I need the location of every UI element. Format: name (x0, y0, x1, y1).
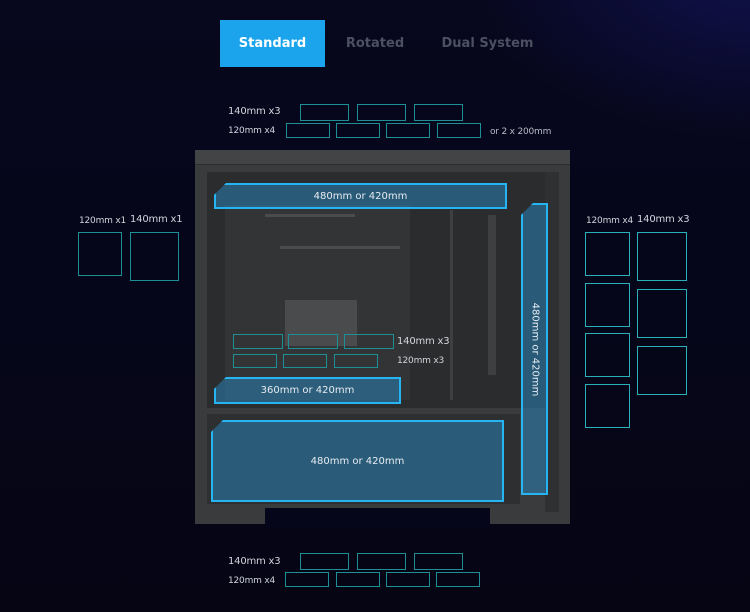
case-top-panel (195, 150, 570, 165)
left-fan-120-label: 120mm x1 (79, 216, 127, 226)
middle-fan-slot-120 (283, 354, 327, 368)
bottom-fan-140-label: 140mm x3 (228, 556, 281, 567)
top-fan-slot-140 (414, 104, 463, 121)
radiator-zone-middle[interactable]: 360mm or 420mm (214, 377, 401, 404)
left-fan-slot-120 (78, 232, 122, 276)
left-fan-140-label: 140mm x1 (130, 214, 183, 225)
top-fan-slot-120 (286, 123, 330, 138)
radiator-top-label: 480mm or 420mm (313, 190, 408, 202)
bottom-fan-slot-140 (414, 553, 463, 570)
radiator-side-label: 480mm or 420mm (529, 302, 541, 396)
radiator-zone-side[interactable]: 480mm or 420mm (521, 203, 548, 495)
right-fan-slot-120 (585, 283, 630, 327)
middle-fan-slot-120 (334, 354, 378, 368)
middle-fan-140-label: 140mm x3 (397, 336, 450, 347)
right-fan-slot-120 (585, 333, 630, 377)
tab-rotated[interactable]: Rotated (345, 36, 405, 51)
right-fan-120-label: 120mm x4 (586, 216, 634, 226)
top-fan-alt-label: or 2 x 200mm (490, 127, 552, 137)
radiator-zone-bottom[interactable]: 480mm or 420mm (211, 420, 504, 502)
middle-fan-slot-140 (233, 334, 283, 349)
bottom-fan-120-label: 120mm x4 (228, 576, 276, 586)
top-fan-slot-120 (336, 123, 380, 138)
case-rail (265, 214, 355, 217)
right-fan-140-label: 140mm x3 (637, 214, 690, 225)
case-rail (488, 215, 496, 375)
top-fan-slot-140 (357, 104, 406, 121)
top-fan-120-label: 120mm x4 (228, 126, 276, 136)
bottom-fan-slot-120 (285, 572, 329, 587)
middle-fan-slot-140 (288, 334, 338, 349)
bottom-fan-slot-120 (436, 572, 480, 587)
case-rail (280, 246, 400, 249)
left-fan-slot-140 (130, 232, 179, 281)
top-fan-slot-120 (437, 123, 481, 138)
cpu-cutout (285, 300, 357, 346)
case-rail (450, 210, 453, 400)
bottom-fan-slot-120 (336, 572, 380, 587)
top-fan-slot-120 (386, 123, 430, 138)
bottom-fan-slot-140 (357, 553, 406, 570)
top-fan-slot-140 (300, 104, 349, 121)
tab-dual-system[interactable]: Dual System (441, 36, 534, 51)
right-fan-slot-140 (637, 346, 687, 395)
right-fan-slot-120 (585, 384, 630, 428)
right-fan-slot-140 (637, 289, 687, 338)
case-foot-gap (265, 508, 490, 528)
bottom-fan-slot-140 (300, 553, 349, 570)
top-fan-140-label: 140mm x3 (228, 106, 281, 117)
middle-fan-slot-120 (233, 354, 277, 368)
right-fan-slot-120 (585, 232, 630, 276)
radiator-middle-label: 360mm or 420mm (260, 385, 355, 396)
tab-standard[interactable]: Standard (220, 20, 325, 67)
case-side-rail (545, 172, 559, 512)
right-fan-slot-140 (637, 232, 687, 281)
middle-fan-slot-140 (344, 334, 394, 349)
radiator-zone-top[interactable]: 480mm or 420mm (214, 183, 507, 209)
radiator-bottom-label: 480mm or 420mm (310, 455, 405, 467)
bottom-fan-slot-120 (386, 572, 430, 587)
middle-fan-120-label: 120mm x3 (397, 356, 445, 366)
